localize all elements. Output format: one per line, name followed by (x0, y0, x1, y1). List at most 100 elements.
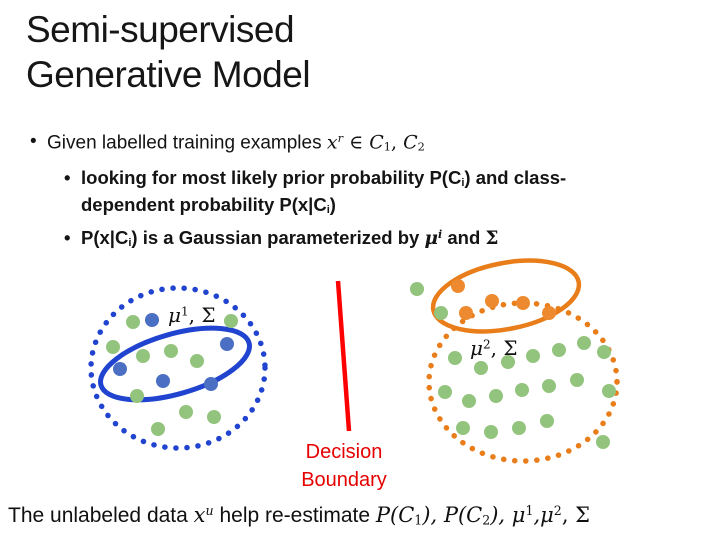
data-point (459, 306, 473, 320)
bullet2-part2: ) and class-dependent probability P(x|C (81, 167, 567, 215)
math-sigma: Σ (485, 228, 499, 249)
bullet3-sub-i: i (128, 237, 132, 250)
data-point (577, 336, 591, 350)
mu2-sup: 2 (483, 337, 491, 352)
data-point (489, 389, 503, 403)
data-point (484, 425, 498, 439)
title-line-1: Semi-supervised (26, 9, 295, 50)
bullet1-text: Given labelled training examples (47, 132, 327, 154)
footer-mu2-sup: 2 (553, 503, 562, 519)
mu1-rest: , Σ (188, 303, 216, 327)
bullet3-and: and (442, 227, 486, 248)
class1-unlabeled-dots (106, 314, 238, 436)
mu1-symbol: μ (168, 303, 181, 327)
data-point (462, 394, 476, 408)
page-title: Semi-supervised Generative Model (26, 8, 311, 98)
bullet3-part2: ) is a Gaussian parameterized by (131, 227, 425, 248)
bullet3-part1: P(x|C (81, 227, 129, 248)
data-point (204, 377, 218, 391)
data-point (224, 314, 238, 328)
class2-unlabeled-top-dots (410, 282, 448, 320)
footer-part2: help re-estimate (213, 504, 376, 527)
data-point (570, 373, 584, 387)
class2-gaussian-ellipse (430, 258, 582, 334)
data-point (542, 379, 556, 393)
data-point (456, 421, 470, 435)
class2-cluster-dotted-ellipse (426, 300, 620, 464)
title-line-2: Generative Model (26, 53, 311, 95)
footer-pc1-sub: 1 (414, 512, 423, 528)
data-point (515, 383, 529, 397)
data-point (540, 414, 554, 428)
data-point (602, 384, 616, 398)
data-point (596, 435, 610, 449)
math-elementof: ∈ (343, 131, 370, 154)
data-point (597, 345, 611, 359)
footer-pc2-sub: 2 (482, 512, 491, 528)
data-point (126, 315, 140, 329)
footer-mu1-sup: 1 (525, 503, 534, 519)
math-c1: C (369, 131, 384, 154)
data-point (156, 374, 170, 388)
footer-part1: The unlabeled data (8, 504, 194, 527)
math-c2: C (403, 131, 418, 154)
footer-note: The unlabeled data xu help re-estimate P… (8, 503, 590, 528)
bullet-prior-probability: looking for most likely prior probabilit… (64, 165, 637, 219)
bullet2-part1: looking for most likely prior probabilit… (81, 167, 462, 188)
math-x-sup: r (337, 131, 344, 145)
math-c1-sub: 1 (383, 139, 392, 154)
decision-boundary-line (335, 280, 352, 432)
data-point (113, 362, 127, 376)
math-x: x (326, 131, 338, 154)
mu2-rest: , Σ (490, 336, 518, 360)
data-point (164, 344, 178, 358)
bullet-gaussian: P(x|Ci) is a Gaussian parameterized by μ… (64, 227, 499, 249)
mu1-sup: 1 (181, 304, 189, 319)
data-point (179, 405, 193, 419)
math-sep: , (391, 131, 404, 154)
data-point (190, 354, 204, 368)
footer-mu1: μ (511, 503, 526, 527)
data-point (130, 389, 144, 403)
data-point (438, 385, 452, 399)
class1-gaussian-ellipse (98, 325, 252, 403)
mu1-sigma-label: μ1, Σ (168, 303, 216, 328)
class2-unlabeled-dots (438, 336, 616, 449)
data-point (485, 294, 499, 308)
bullet-labelled-examples: Given labelled training examples xr ∈ C1… (30, 131, 425, 154)
footer-pc1: P(C (375, 503, 415, 527)
bullet2-sub-i-1: i (461, 177, 465, 190)
decision-label-line1: Decision (305, 441, 383, 463)
decision-label-line2: Boundary (301, 469, 387, 491)
footer-x-sup: u (205, 503, 214, 519)
data-point (451, 279, 465, 293)
math-mu-sup: i (438, 227, 443, 241)
footer-p3: ), (490, 503, 512, 527)
data-point (106, 340, 120, 354)
footer-end: , Σ (561, 503, 591, 527)
footer-comma: , (533, 503, 541, 527)
class1-labeled-dots (113, 313, 234, 391)
footer-x: x (193, 503, 206, 527)
class1-cluster-dotted-ellipse (88, 285, 268, 451)
mu2-symbol: μ (470, 336, 483, 360)
data-point (220, 337, 234, 351)
data-point (542, 306, 556, 320)
decision-boundary-label: Decision Boundary (288, 438, 400, 494)
bullet2-sub-i-2: i (326, 204, 330, 217)
bullet2-part3: ) (329, 193, 336, 215)
footer-mu2: μ (540, 503, 554, 527)
data-point (136, 349, 150, 363)
data-point (410, 282, 424, 296)
data-point (552, 343, 566, 357)
class2-labeled-dots (451, 279, 556, 320)
math-mu: μ (424, 228, 439, 249)
data-point (145, 313, 159, 327)
data-point (448, 351, 462, 365)
data-point (512, 421, 526, 435)
footer-pc2: ), P(C (422, 503, 483, 527)
data-point (516, 296, 530, 310)
data-point (526, 349, 540, 363)
